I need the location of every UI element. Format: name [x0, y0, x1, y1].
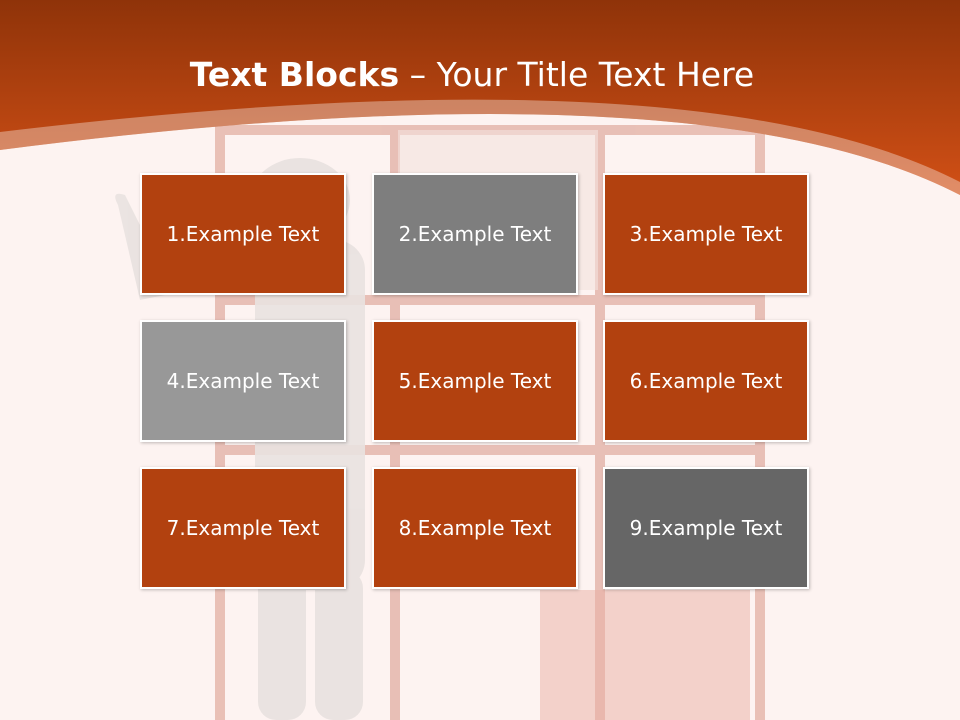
- text-block-label: 1.Example Text: [166, 222, 320, 246]
- text-block-label: 6.Example Text: [629, 369, 783, 393]
- text-block[interactable]: 8.Example Text: [372, 467, 578, 589]
- text-block-label: 2.Example Text: [398, 222, 552, 246]
- text-block-label: 9.Example Text: [629, 516, 783, 540]
- text-block-label: 5.Example Text: [398, 369, 552, 393]
- header-band: [0, 0, 960, 195]
- slide-title: Text Blocks – Your Title Text Here: [0, 52, 944, 98]
- text-block[interactable]: 5.Example Text: [372, 320, 578, 442]
- text-block[interactable]: 1.Example Text: [140, 173, 346, 295]
- title-bold-text: Text Blocks: [189, 55, 400, 94]
- text-block-label: 4.Example Text: [166, 369, 320, 393]
- text-block[interactable]: 2.Example Text: [372, 173, 578, 295]
- text-block[interactable]: 3.Example Text: [603, 173, 809, 295]
- title-subtitle-text: Your Title Text Here: [436, 55, 755, 94]
- text-block[interactable]: 4.Example Text: [140, 320, 346, 442]
- text-block[interactable]: 6.Example Text: [603, 320, 809, 442]
- text-block-label: 8.Example Text: [398, 516, 552, 540]
- title-dash: –: [409, 55, 427, 94]
- text-block-label: 7.Example Text: [166, 516, 320, 540]
- text-block[interactable]: 7.Example Text: [140, 467, 346, 589]
- text-block-label: 3.Example Text: [629, 222, 783, 246]
- header-swoosh: [0, 99, 960, 195]
- text-block[interactable]: 9.Example Text: [603, 467, 809, 589]
